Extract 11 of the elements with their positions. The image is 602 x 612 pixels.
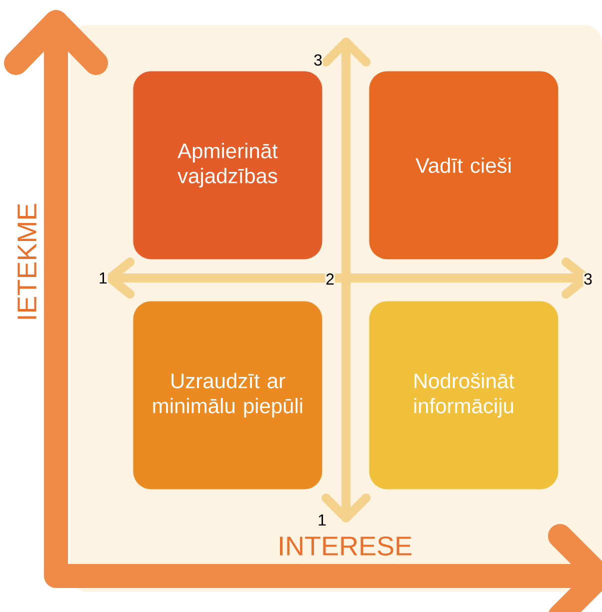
axis-number: 1: [317, 514, 327, 526]
quadrant-box: Nodrošināt informāciju: [369, 301, 558, 490]
axis-title: IETEKME: [18, 204, 36, 319]
axis-number: 3: [313, 54, 323, 66]
axis-number: 2: [325, 272, 335, 286]
quadrant-box: Vadīt cieši: [369, 71, 558, 260]
axis-number: 1: [98, 272, 108, 284]
quadrant-box: Uzraudzīt ar minimālu piepūli: [133, 301, 322, 490]
axis-number: 3: [583, 272, 593, 286]
axis-title: INTERESE: [280, 536, 412, 556]
quadrant-box: Apmierināt vajadzības: [133, 71, 322, 260]
